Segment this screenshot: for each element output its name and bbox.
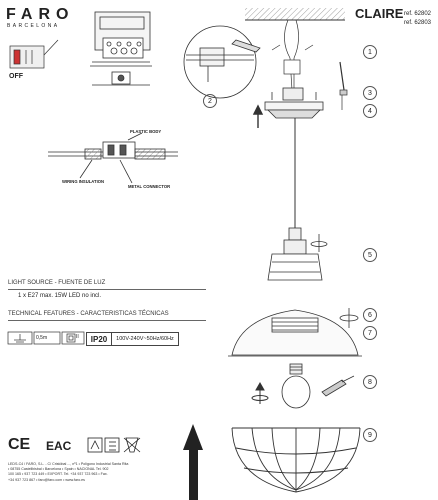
light-source-text: 1 x E27 max. 15W LED no incl. bbox=[18, 293, 102, 299]
brand-city: BARCELONA bbox=[7, 23, 60, 29]
wiring-insulation-label: WIRING INSULATION bbox=[62, 179, 105, 184]
brand-logo: FARO bbox=[6, 6, 75, 23]
class-value: II bbox=[76, 334, 79, 340]
arrow-up-large bbox=[183, 424, 203, 500]
ceiling-wires bbox=[271, 19, 314, 91]
step-2: 2 bbox=[203, 94, 217, 108]
eac-mark: EAC bbox=[46, 439, 72, 453]
reference-1: ref. 62802 bbox=[404, 11, 432, 17]
ce-mark: CE bbox=[8, 436, 31, 453]
arrow-up-small bbox=[252, 104, 264, 128]
ip-rating: IP20 bbox=[86, 332, 112, 346]
rotate-arrow-5 bbox=[310, 234, 328, 252]
screwdriver-8 bbox=[321, 375, 355, 397]
technical-heading: TECHNICAL FEATURES - CARACTERISTICAS TÉC… bbox=[8, 311, 169, 317]
metal-connector-label: METAL CONNECTOR bbox=[128, 184, 171, 189]
canopy bbox=[264, 87, 324, 119]
step-1: 1 bbox=[363, 45, 377, 59]
lamp-holder bbox=[267, 227, 323, 281]
divider bbox=[8, 320, 206, 321]
screws bbox=[339, 61, 348, 110]
switch-illustration bbox=[9, 39, 59, 69]
rotate-arrow-6 bbox=[339, 308, 359, 328]
cable-length-value: 0,5m bbox=[36, 335, 48, 341]
footer-line: +34 937 723 867 • faro@faro.com • www.fa… bbox=[8, 477, 85, 482]
step-7: 7 bbox=[363, 326, 377, 340]
plastic-body-label: PLASTIC BODY bbox=[130, 129, 162, 134]
cert-icons bbox=[87, 437, 141, 453]
glass-diffuser bbox=[228, 309, 362, 357]
step-5: 5 bbox=[363, 248, 377, 262]
voltage-rating: 100V-240V~50Hz/60Hz bbox=[111, 332, 179, 346]
reference-2: ref. 62803 bbox=[404, 20, 432, 26]
footer-line: LEDS-C4 / FARO, S.L. - C/ Cristòbal ...,… bbox=[8, 462, 129, 466]
step-8: 8 bbox=[363, 375, 377, 389]
step-4: 4 bbox=[363, 104, 377, 118]
light-bulb bbox=[281, 363, 311, 409]
ceiling bbox=[245, 8, 345, 21]
terminal-block-illustration bbox=[90, 11, 152, 86]
footer-line: 100 165 • 937 723 449 • EXPORT. Tel. +34… bbox=[8, 472, 108, 477]
step-6: 6 bbox=[363, 308, 377, 322]
connector-detail bbox=[48, 132, 178, 184]
model-name: CLAIRE bbox=[355, 6, 404, 21]
step-9: 9 bbox=[363, 428, 377, 442]
arrow-up-bulb bbox=[251, 381, 269, 404]
wiring-zoom bbox=[183, 25, 261, 99]
light-source-heading: LIGHT SOURCE - FUENTE DE LUZ bbox=[8, 280, 106, 286]
step-3: 3 bbox=[363, 86, 377, 100]
company-footer: LEDS-C4 / FARO, S.L. - C/ Cristòbal ...,… bbox=[8, 462, 188, 483]
off-label: OFF bbox=[9, 73, 23, 80]
spec-icons bbox=[7, 331, 85, 345]
wire-cage bbox=[231, 427, 361, 493]
footer-line: • 08755 Castellbisbal • Barcelona • Spai… bbox=[8, 467, 109, 472]
divider bbox=[8, 289, 206, 290]
